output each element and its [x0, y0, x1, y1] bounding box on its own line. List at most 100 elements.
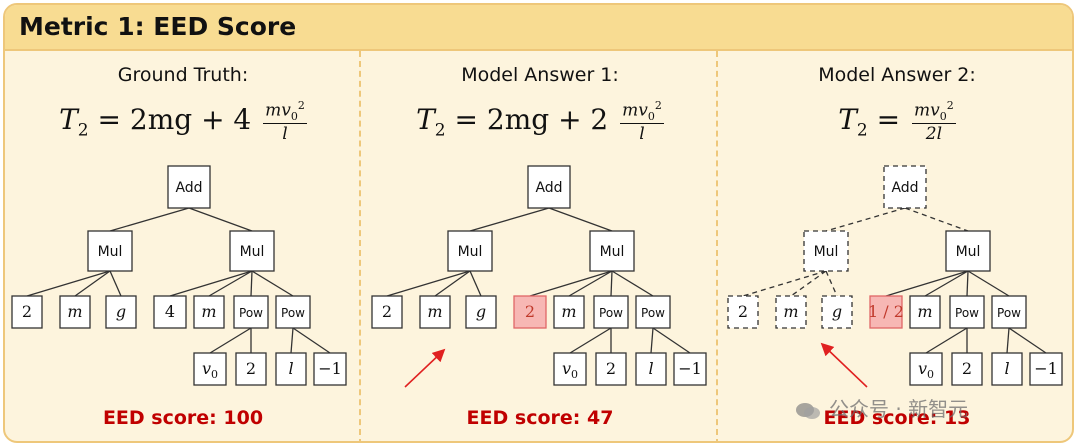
- tree-node-box: [635, 295, 671, 329]
- tree-node-label: Add: [535, 180, 562, 196]
- tree-node-box: [727, 295, 759, 329]
- tree-node-label: Mul: [458, 244, 483, 260]
- tree-node-box: [595, 352, 627, 386]
- tree-edge: [434, 270, 471, 297]
- tree-node-box: [527, 165, 571, 209]
- formula-ground-truth: T2 = 2mg + 4 mv02 l: [59, 99, 307, 145]
- tree-edge: [469, 207, 550, 232]
- tree-edge: [650, 327, 654, 354]
- tree-edge: [26, 270, 111, 297]
- tree-node-label: 2: [246, 359, 256, 378]
- panel-title-model-answer-2: Model Answer 2:: [818, 64, 976, 86]
- tree-node-label: 2: [962, 359, 972, 378]
- tree-edge: [569, 327, 612, 354]
- score-model-answer-1: EED score: 47: [466, 407, 614, 429]
- red-arrow-2: [820, 342, 868, 388]
- tree-edge: [568, 270, 613, 297]
- header-bar: Metric 1: EED Score: [5, 5, 1072, 51]
- panel-title-model-answer-1: Model Answer 1:: [461, 64, 619, 86]
- tree-node-label: v0: [202, 359, 218, 381]
- tree-edge: [652, 327, 691, 354]
- tree-edge: [966, 270, 969, 297]
- tree-node-label: 4: [165, 302, 175, 321]
- tree-node-label: l: [648, 359, 653, 378]
- header-title: Metric 1: EED Score: [19, 12, 297, 41]
- tree-node-label: m: [67, 302, 82, 321]
- tree-edge: [548, 207, 613, 232]
- tree-node-label: Pow: [599, 306, 623, 320]
- tree-edge: [925, 327, 968, 354]
- tree-node-box: [193, 352, 227, 386]
- tree-node-box: [991, 295, 1027, 329]
- tree-node-box: [59, 295, 91, 329]
- tree-edge: [469, 270, 482, 297]
- tree-edge: [188, 207, 253, 232]
- tree-node-label: m: [427, 302, 442, 321]
- formula-model-answer-2: T2 = mv02 2l: [838, 99, 956, 145]
- tree-edge: [290, 327, 294, 354]
- tree-node-box: [909, 352, 943, 386]
- tree-node-box: [635, 352, 667, 386]
- panel-divider-2: [716, 51, 718, 441]
- tree-node-box: [553, 295, 585, 329]
- panel-title-ground-truth: Ground Truth:: [117, 64, 249, 86]
- tree-node-label: 2: [22, 302, 32, 321]
- tree-node-label: l: [1004, 359, 1009, 378]
- tree-node-label: Mul: [956, 244, 981, 260]
- tree-edge: [1006, 327, 1010, 354]
- tree-node-label: Add: [175, 180, 202, 196]
- tree-node-box: [821, 295, 853, 329]
- tree-node-label: v0: [918, 359, 934, 381]
- tree-node-box: [593, 295, 629, 329]
- tree-edge: [904, 207, 969, 232]
- tree-edge: [967, 270, 1010, 297]
- tree-node-box: [275, 295, 311, 329]
- tree-node-box: [909, 295, 941, 329]
- tree-edge: [386, 270, 471, 297]
- watermark: 公众号 · 新智元: [795, 393, 968, 422]
- tree-edge: [790, 270, 827, 297]
- tree-node-box: [883, 165, 927, 209]
- tree-node-label: −1: [1034, 359, 1058, 378]
- tree-node-box: [991, 352, 1023, 386]
- tree-node-box: [233, 295, 269, 329]
- tree-node-box: [371, 295, 403, 329]
- red-arrow-1: [404, 348, 446, 388]
- tree-node-box: [275, 352, 307, 386]
- tree-node-box: [589, 230, 635, 272]
- tree-node-label: g: [476, 302, 486, 321]
- tree-node-label: −1: [678, 359, 702, 378]
- tree-node-label: −1: [318, 359, 342, 378]
- tree-node-box: [949, 295, 985, 329]
- tree-node-box: [803, 230, 849, 272]
- tree-edge: [825, 207, 906, 232]
- tree-node-box: [153, 295, 187, 329]
- tree-node-label: Mul: [240, 244, 265, 260]
- tree-node-box: [945, 230, 991, 272]
- tree-node-label: 2: [525, 302, 535, 321]
- eed-metric-figure: Metric 1: EED Score Ground Truth: T2 = 2…: [3, 3, 1074, 443]
- tree-node-label: Pow: [281, 306, 305, 320]
- tree-edge: [885, 270, 969, 297]
- tree-edge: [169, 270, 253, 297]
- tree-edge: [74, 270, 111, 297]
- tree-edge: [109, 207, 190, 232]
- tree-node-box: [193, 295, 225, 329]
- tree-node-label: Mul: [98, 244, 123, 260]
- tree-node-box: [419, 295, 451, 329]
- tree-node-box: [313, 352, 347, 386]
- tree-edge: [209, 327, 252, 354]
- tree-node-box: [1029, 352, 1063, 386]
- tree-edge: [742, 270, 827, 297]
- tree-node-label: g: [116, 302, 126, 321]
- tree-edge: [610, 270, 613, 297]
- tree-edge: [1008, 327, 1047, 354]
- tree-edge: [208, 270, 253, 297]
- tree-node-label: Pow: [955, 306, 979, 320]
- tree-node-label: 2: [382, 302, 392, 321]
- tree-node-box: [775, 295, 807, 329]
- tree-node-box: [513, 295, 547, 329]
